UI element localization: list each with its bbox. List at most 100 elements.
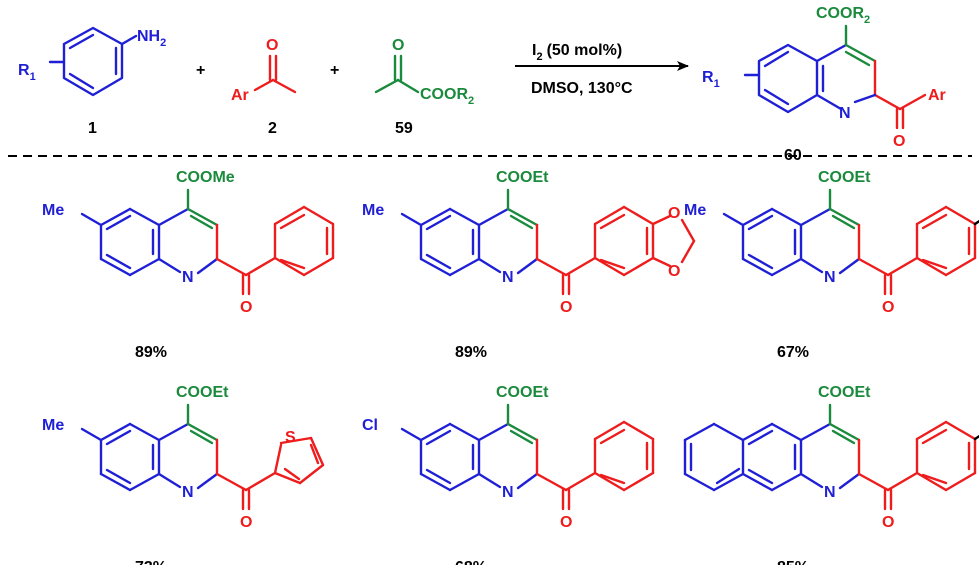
ester-label: COOEt [496,169,549,186]
aryl-double-bond [921,213,948,230]
amine-group-label: NH2 [137,28,166,49]
naphtho-bond [712,422,745,442]
benzo-ring-bond [448,207,481,227]
carbonyl-bond [857,257,890,277]
benzo-ring-bond [448,257,481,277]
pyridine-bond [186,422,219,442]
pyridine-bond [838,472,861,490]
benzo-ring-bond [770,422,803,442]
aryl-ring-bond [944,471,977,492]
ester-label: COOEt [496,384,549,401]
pyridine-double-bond [509,429,534,445]
aryl-double-bond [599,473,626,485]
aryl-ring-bond [593,205,626,226]
aryl-double-bond [921,428,948,445]
conditions-catalyst: I2(50 mol%) [532,42,622,63]
benzo-double-bond [105,253,132,270]
benzo-ring-bond [419,257,452,277]
pyridine-double-bond [831,429,856,445]
benzo-ring-bond [99,207,132,227]
carbonyl-oxygen-label: O [240,299,252,316]
ester-label: COOEt [818,384,871,401]
r1-substituent-label: R1 [18,62,36,83]
aryl-double-bond [279,258,306,270]
plus-sign-2: + [330,62,339,79]
product-aryl-label: Ar [928,87,946,104]
aryl-link [886,471,919,492]
nitro-bond [973,219,979,226]
carbonyl-bond [857,472,890,492]
compound-number-2: 2 [268,120,277,137]
compound-number-1: 1 [88,120,97,137]
aryl-double-bond [921,473,948,485]
reagent-1-aniline: NH2 R1 1 [18,26,166,137]
benzo-ring-bond [448,472,481,492]
example-compound: NCOOEtONO285% [683,384,979,565]
dioxole-bond [651,256,672,268]
pyridine-bond [157,207,190,227]
product-nitrogen-label: N [839,105,851,122]
nitrogen-label: N [502,269,514,286]
benzo-ring-bond [741,207,774,227]
example-compound: NCOOEtClO68% [362,384,655,565]
ketone-aryl-label: Ar [231,87,249,104]
benzo-ring-bond [770,207,803,227]
aryl-link [564,471,597,492]
aryl-double-bond [921,258,948,270]
benzo-double-bond [747,468,774,485]
naphtho-bond [683,472,716,492]
aryl-link [564,256,597,277]
pyridine-bond [477,257,502,274]
aryl-double-bond [279,213,306,230]
pyridine-bond [477,422,510,442]
benzo-double-bond [747,429,774,446]
pyruvate-oxygen-label: O [392,37,404,54]
pyridine-bond [838,257,861,275]
benzo-double-bond [105,468,132,485]
nitro-bond [973,434,979,441]
benzo-ring-bond [419,472,452,492]
ring-substituent-label: Me [42,202,64,219]
pyruvate-ester-label: COOR2 [420,86,474,107]
thiophene-bond [273,471,302,485]
pyridine-bond [828,207,861,227]
yield-label: 67% [777,344,809,361]
carbonyl-oxygen-label: O [882,514,894,531]
ester-label: COOMe [176,169,235,186]
aryl-double-bond [599,258,626,270]
pyridine-double-bond [189,214,214,230]
ester-label: COOEt [176,384,229,401]
aryl-ring-bond [944,256,977,277]
pyridine-bond [516,257,539,275]
substituent-bond [80,427,103,442]
carbonyl-bond [535,472,568,492]
aryl-ring-bond [944,205,977,226]
yield-label: 89% [455,344,487,361]
substituent-bond [722,212,745,227]
ring-substituent-label: Me [42,417,64,434]
pyridine-bond [516,472,539,490]
conditions-solvent-temperature: DMSO, 130°C [531,80,633,97]
pyridine-double-bond [831,214,856,230]
benzo-double-bond [105,429,132,446]
nitrogen-label: N [824,269,836,286]
benzo-ring-bond [128,257,161,277]
pyridine-bond [799,257,824,274]
aryl-ring-bond [622,205,655,226]
pyridine-double-bond [509,214,534,230]
pyridine-bond [477,472,502,489]
thiophene-bond [279,436,313,445]
dioxole-bond [680,239,696,264]
pyridine-bond [186,207,219,227]
thiophene-bond [273,443,283,475]
carbonyl-oxygen-label: O [882,299,894,316]
pyridine-bond [506,422,539,442]
dioxole-oxygen-label: O [668,205,680,222]
aryl-link [244,256,277,277]
aryl-link [886,256,919,277]
benzo-ring-bond [448,422,481,442]
thiophene-bond [309,436,325,467]
